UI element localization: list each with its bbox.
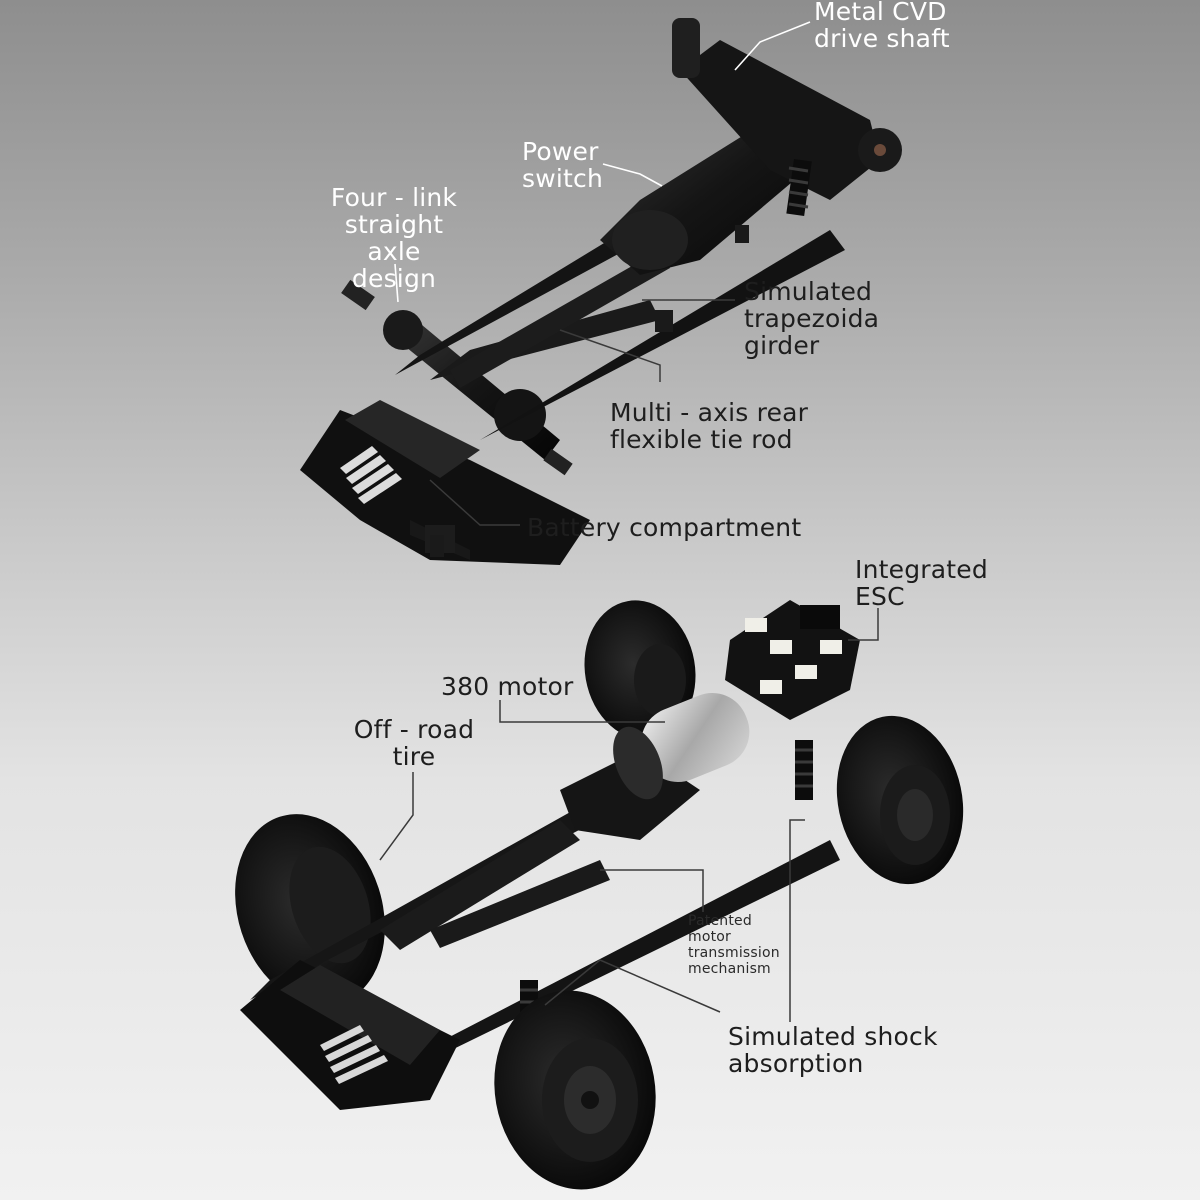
truck-frame-right: [390, 840, 840, 1080]
callout-rear-tie-rod: Multi - axis rear flexible tie rod: [610, 398, 809, 454]
callout-four-link-axle: Four - link straight axle design: [330, 183, 458, 293]
top-leader-lines: [394, 21, 811, 303]
callout-metal-cvd-drive-shaft: Metal CVD drive shaft: [814, 0, 950, 53]
callout-battery-compartment: Battery compartment: [527, 513, 802, 542]
callout-off-road-tire: Off - road tire: [353, 715, 475, 771]
callout-shock-absorption: Simulated shock absorption: [728, 1022, 938, 1078]
bottom-leader-lines: [379, 608, 879, 1022]
front-shock: [786, 159, 812, 216]
callout-integrated-esc: Integrated ESC: [855, 555, 988, 611]
tire-rear-left: [494, 990, 656, 1190]
bottom-leader-lines-top: [429, 299, 735, 526]
bottom-truck: [235, 600, 964, 1190]
tire-front-left: [584, 600, 696, 740]
tire-front-right: [836, 715, 964, 885]
callout-trapezoidal-girder: Simulated trapezoida girder: [744, 277, 880, 360]
frame-rail-right: [480, 230, 845, 440]
battery-vent-icon: [340, 446, 402, 504]
front-axle: [680, 40, 880, 200]
esc-board: [725, 600, 860, 720]
top-chassis: [300, 18, 902, 565]
tire-rear-right: [235, 814, 385, 1006]
callout-380-motor: 380 motor: [441, 672, 574, 701]
motor-380: [613, 692, 750, 800]
callout-power-switch: Power switch: [522, 137, 604, 193]
truck-battery-vent-icon: [320, 1025, 388, 1084]
callout-transmission-mechanism: Patented motor transmission mechanism: [688, 913, 780, 977]
